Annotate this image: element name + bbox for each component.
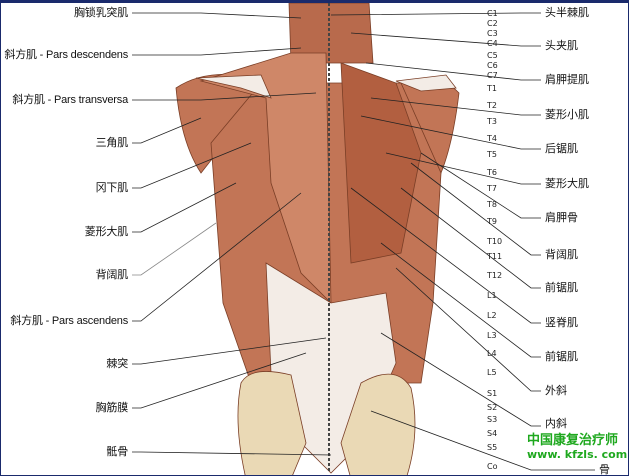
vertebra-label: Co: [487, 462, 498, 471]
vertebra-label: L2: [487, 311, 497, 320]
label-serratus-posterior: 后锯肌: [545, 143, 578, 155]
vertebra-label: C7: [487, 71, 498, 80]
vertebra-label: C3: [487, 29, 498, 38]
label-sternocleidomastoid: 胸锁乳突肌: [74, 7, 128, 19]
label-serratus-anterior-1: 前锯肌: [545, 282, 578, 294]
label-infraspinatus: 冈下肌: [95, 182, 129, 194]
label-latissimus-right: 背阔肌: [545, 249, 578, 261]
vertebra-label: T6: [487, 168, 497, 177]
vertebra-label: L5: [487, 368, 497, 377]
label-sacrum: 骶骨: [106, 446, 128, 458]
label-serratus-anterior-2: 前锯肌: [545, 351, 578, 363]
vertebra-label: C4: [487, 39, 498, 48]
label-thoracolumbar-fascia: 胸筋膜: [95, 402, 129, 414]
vertebra-label: T5: [487, 150, 497, 159]
neck: [288, 3, 374, 64]
label-external-oblique: 外斜: [545, 385, 567, 397]
label-deltoid: 三角肌: [95, 137, 129, 149]
vertebra-label: S5: [487, 443, 498, 452]
right-ilium: [340, 373, 416, 475]
vertebra-label: T10: [487, 237, 503, 246]
label-levator-scapulae: 肩胛提肌: [545, 74, 589, 86]
vertebra-label: S1: [487, 389, 498, 398]
label-internal-oblique: 内斜: [545, 418, 567, 430]
label-scapula: 肩胛骨: [545, 212, 578, 224]
label-trapezius-transversa: 斜方肌 - Pars transversa: [12, 94, 128, 106]
label-erector-spinae: 竖脊肌: [545, 317, 578, 329]
vertebra-label: T4: [487, 134, 497, 143]
vertebra-label: T8: [487, 200, 497, 209]
vertebra-label: C1: [487, 9, 498, 18]
vertebra-label: S2: [487, 403, 498, 412]
label-trapezius-ascendens: 斜方肌 - Pars ascendens: [10, 315, 128, 327]
left-trapezius: [199, 52, 332, 304]
left-ilium: [237, 371, 307, 475]
label-spinous-process: 棘突: [106, 358, 128, 370]
vertebra-label: T2: [487, 101, 497, 110]
vertebra-label: C5: [487, 51, 498, 60]
vertebra-label: L4: [487, 349, 497, 358]
label-rhomboid-major-left: 菱形大肌: [84, 226, 128, 238]
label-splenius-capitis: 头夹肌: [545, 40, 578, 52]
back-muscles-illustration: [132, 3, 595, 475]
watermark-url: www. kfzls. com: [527, 448, 628, 461]
vertebra-label: L3: [487, 331, 497, 340]
label-bone: 骨: [599, 464, 610, 476]
vertebra-label: L1: [487, 291, 497, 300]
acromion-right: [395, 74, 457, 92]
label-rhomboid-major-right: 菱形大肌: [545, 178, 589, 190]
label-semispinalis-capitis: 头半棘肌: [545, 7, 589, 19]
acromion-left: [195, 74, 272, 99]
vertebra-label: T1: [487, 84, 497, 93]
vertebra-label: S4: [487, 429, 498, 438]
leader-lines: [132, 12, 595, 471]
vertebra-label: T9: [487, 217, 497, 226]
label-latissimus-left: 背阔肌: [95, 269, 129, 281]
label-rhomboid-minor: 菱形小肌: [545, 109, 589, 121]
right-scapula-muscles: [340, 62, 422, 264]
vertebra-label: T3: [487, 117, 497, 126]
vertebra-label: C6: [487, 61, 498, 70]
watermark-cn: 中国康复治疗师: [527, 433, 619, 448]
vertebra-label: T12: [487, 271, 503, 280]
vertebra-label: S3: [487, 415, 498, 424]
vertebra-label: T11: [487, 252, 503, 261]
vertebra-label: C2: [487, 19, 498, 28]
vertebra-label: T7: [487, 184, 497, 193]
label-trapezius-descendens: 斜方肌 - Pars descendens: [4, 49, 128, 61]
watermark: 中国康复治疗师 www. kfzls. com: [527, 434, 627, 462]
